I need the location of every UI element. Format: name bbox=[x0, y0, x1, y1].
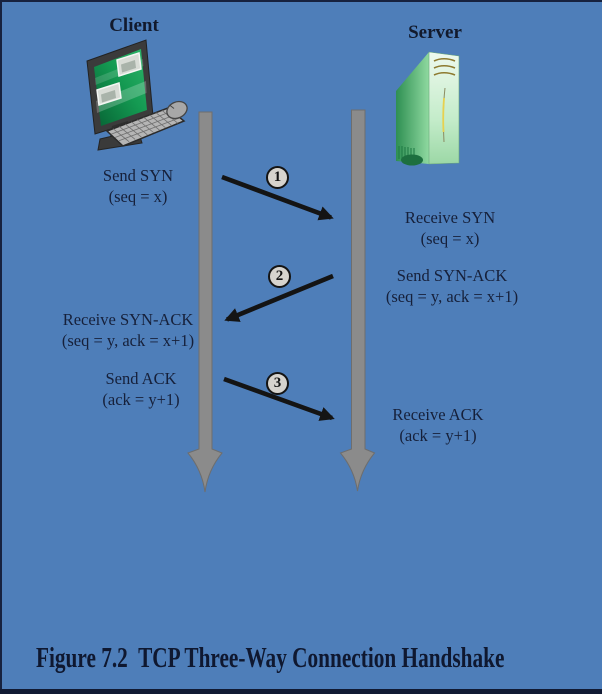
send-syn-ack-label: Send SYN-ACK (seq = y, ack = x+1) bbox=[342, 265, 562, 307]
syn-ack-arrow bbox=[224, 273, 334, 322]
send-ack-action: Send ACK bbox=[105, 369, 177, 388]
server-timeline-arrow bbox=[339, 109, 376, 492]
receive-syn-params: (seq = x) bbox=[420, 229, 480, 248]
receive-syn-ack-params: (seq = y, ack = x+1) bbox=[61, 331, 195, 350]
send-syn-ack-params: (seq = y, ack = x+1) bbox=[385, 287, 519, 306]
client-timeline-arrow bbox=[187, 111, 223, 493]
receive-syn-ack-action: Receive SYN-ACK bbox=[62, 310, 194, 329]
send-ack-label: Send ACK (ack = y+1) bbox=[31, 368, 251, 410]
syn-arrow bbox=[221, 174, 334, 221]
client-label: Client bbox=[109, 15, 159, 36]
receive-syn-action: Receive SYN bbox=[404, 208, 496, 227]
send-syn-ack-action: Send SYN-ACK bbox=[396, 266, 508, 285]
step-1-marker: 1 bbox=[266, 166, 289, 189]
step-2-marker: 2 bbox=[268, 265, 291, 288]
desktop-computer-icon bbox=[86, 39, 188, 151]
send-syn-params: (seq = x) bbox=[108, 187, 168, 206]
ack-arrow bbox=[223, 376, 335, 421]
receive-syn-ack-label: Receive SYN-ACK (seq = y, ack = x+1) bbox=[18, 309, 238, 351]
server-label: Server bbox=[408, 22, 462, 43]
receive-ack-action: Receive ACK bbox=[392, 405, 484, 424]
receive-syn-label: Receive SYN (seq = x) bbox=[340, 207, 560, 249]
mouse-icon bbox=[166, 100, 188, 120]
frame-border-left bbox=[0, 0, 2, 694]
server-tower-icon bbox=[396, 51, 460, 166]
step-3-marker: 3 bbox=[266, 372, 289, 395]
figure-caption: Figure 7.2 TCP Three-Way Connection Hand… bbox=[36, 643, 505, 674]
receive-ack-params: (ack = y+1) bbox=[399, 426, 477, 445]
frame-border-top bbox=[0, 0, 602, 2]
receive-ack-label: Receive ACK (ack = y+1) bbox=[328, 404, 548, 446]
send-syn-label: Send SYN (seq = x) bbox=[28, 165, 248, 207]
send-syn-action: Send SYN bbox=[102, 166, 174, 185]
frame-border-bottom bbox=[0, 689, 602, 694]
send-ack-params: (ack = y+1) bbox=[102, 390, 180, 409]
